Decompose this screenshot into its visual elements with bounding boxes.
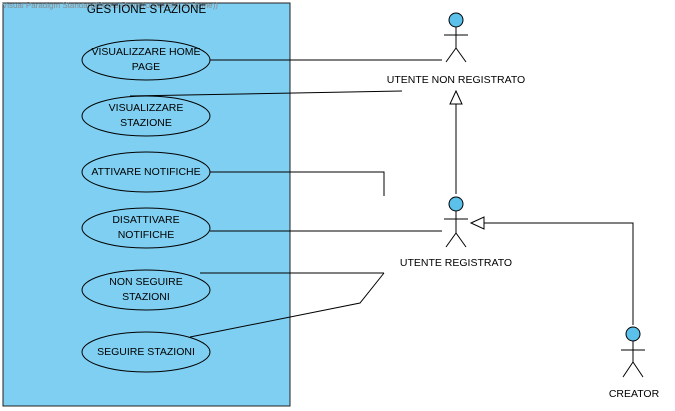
generalization-arrowhead-1 xyxy=(449,89,463,105)
use-case-non-seguire-stazioni[interactable] xyxy=(81,269,211,311)
use-case-label: NON SEGUIRE STAZIONI xyxy=(109,276,183,303)
associations xyxy=(129,59,442,338)
use-case-seguire-stazioni[interactable] xyxy=(81,331,211,373)
actor-creator[interactable] xyxy=(621,326,645,378)
use-case-label: DISATTIVARE NOTIFICHE xyxy=(112,214,180,241)
actor-head xyxy=(448,12,464,28)
actor-utente-registrato[interactable] xyxy=(444,196,468,248)
association-seguire-stazioni xyxy=(189,272,385,338)
actor-label-utente-registrato: UTENTE REGISTRATO xyxy=(399,257,513,269)
use-case-disattivare-notifiche[interactable] xyxy=(81,207,211,249)
system-title: GESTIONE STAZIONE xyxy=(86,4,207,16)
use-case-label: VISUALIZZARE HOME PAGE xyxy=(91,46,201,73)
generalization-arrowhead-2 xyxy=(469,216,485,230)
generalization-creator-to-registrato xyxy=(484,222,634,325)
actor-head xyxy=(625,326,641,342)
actor-label-creator: CREATOR xyxy=(608,388,660,400)
association-visualizzare-stazione xyxy=(129,90,403,97)
use-case-label: ATTIVARE NOTIFICHE xyxy=(91,165,201,178)
generalizations xyxy=(449,89,634,325)
watermark-text: Visual Paradigm Standard(Bruno Remo(Univ… xyxy=(2,1,218,10)
actor-head xyxy=(448,196,464,212)
actor-label-utente-non-registrato: UTENTE NON REGISTRATO xyxy=(386,74,526,86)
use-case-label: SEGUIRE STAZIONI xyxy=(97,345,195,358)
use-case-label: VISUALIZZARE STAZIONE xyxy=(108,102,184,129)
association-attivare-notifiche xyxy=(210,171,385,196)
actor-utente-non-registrato[interactable] xyxy=(444,12,468,63)
